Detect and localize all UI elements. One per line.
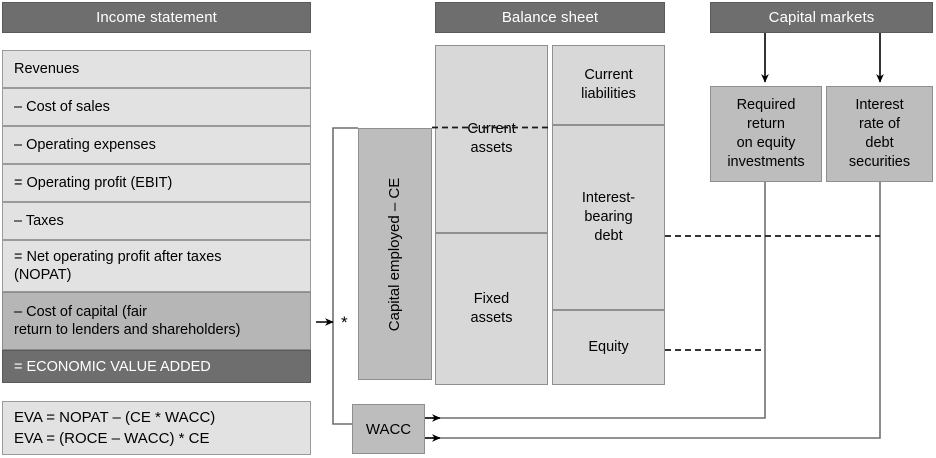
- income-row-nopat: = Net operating profit after taxes (NOPA…: [2, 240, 311, 292]
- capital-employed-label: Capital employed – CE: [386, 177, 404, 331]
- income-row-cost-of-capital: – Cost of capital (fair return to lender…: [2, 292, 311, 350]
- income-row-revenues: Revenues: [2, 50, 311, 88]
- income-row-economic-value-added: = ECONOMIC VALUE ADDED: [2, 350, 311, 383]
- income-row-cost-of-sales: – Cost of sales: [2, 88, 311, 126]
- wacc-box: WACC: [352, 404, 425, 454]
- income-row-operating-profit: = Operating profit (EBIT): [2, 164, 311, 202]
- balance-current-liabilities: Current liabilities: [552, 45, 665, 125]
- balance-current-assets: Current assets: [435, 45, 548, 233]
- header-balance-sheet: Balance sheet: [435, 2, 665, 33]
- multiply-asterisk: *: [341, 313, 348, 332]
- header-income-statement: Income statement: [2, 2, 311, 33]
- balance-fixed-assets: Fixed assets: [435, 233, 548, 385]
- eva-formula-box: EVA = NOPAT – (CE * WACC) EVA = (ROCE – …: [2, 401, 311, 455]
- header-capital-markets: Capital markets: [710, 2, 933, 33]
- income-row-operating-expenses: – Operating expenses: [2, 126, 311, 164]
- capital-markets-required-return-equity: Required return on equity investments: [710, 86, 822, 182]
- balance-equity: Equity: [552, 310, 665, 385]
- capital-employed-box: Capital employed – CE: [358, 128, 432, 380]
- income-row-taxes: – Taxes: [2, 202, 311, 240]
- capital-employed-bracket: [316, 127, 358, 425]
- balance-interest-bearing-debt: Interest- bearing debt: [552, 125, 665, 310]
- capital-markets-interest-rate-debt: Interest rate of debt securities: [826, 86, 933, 182]
